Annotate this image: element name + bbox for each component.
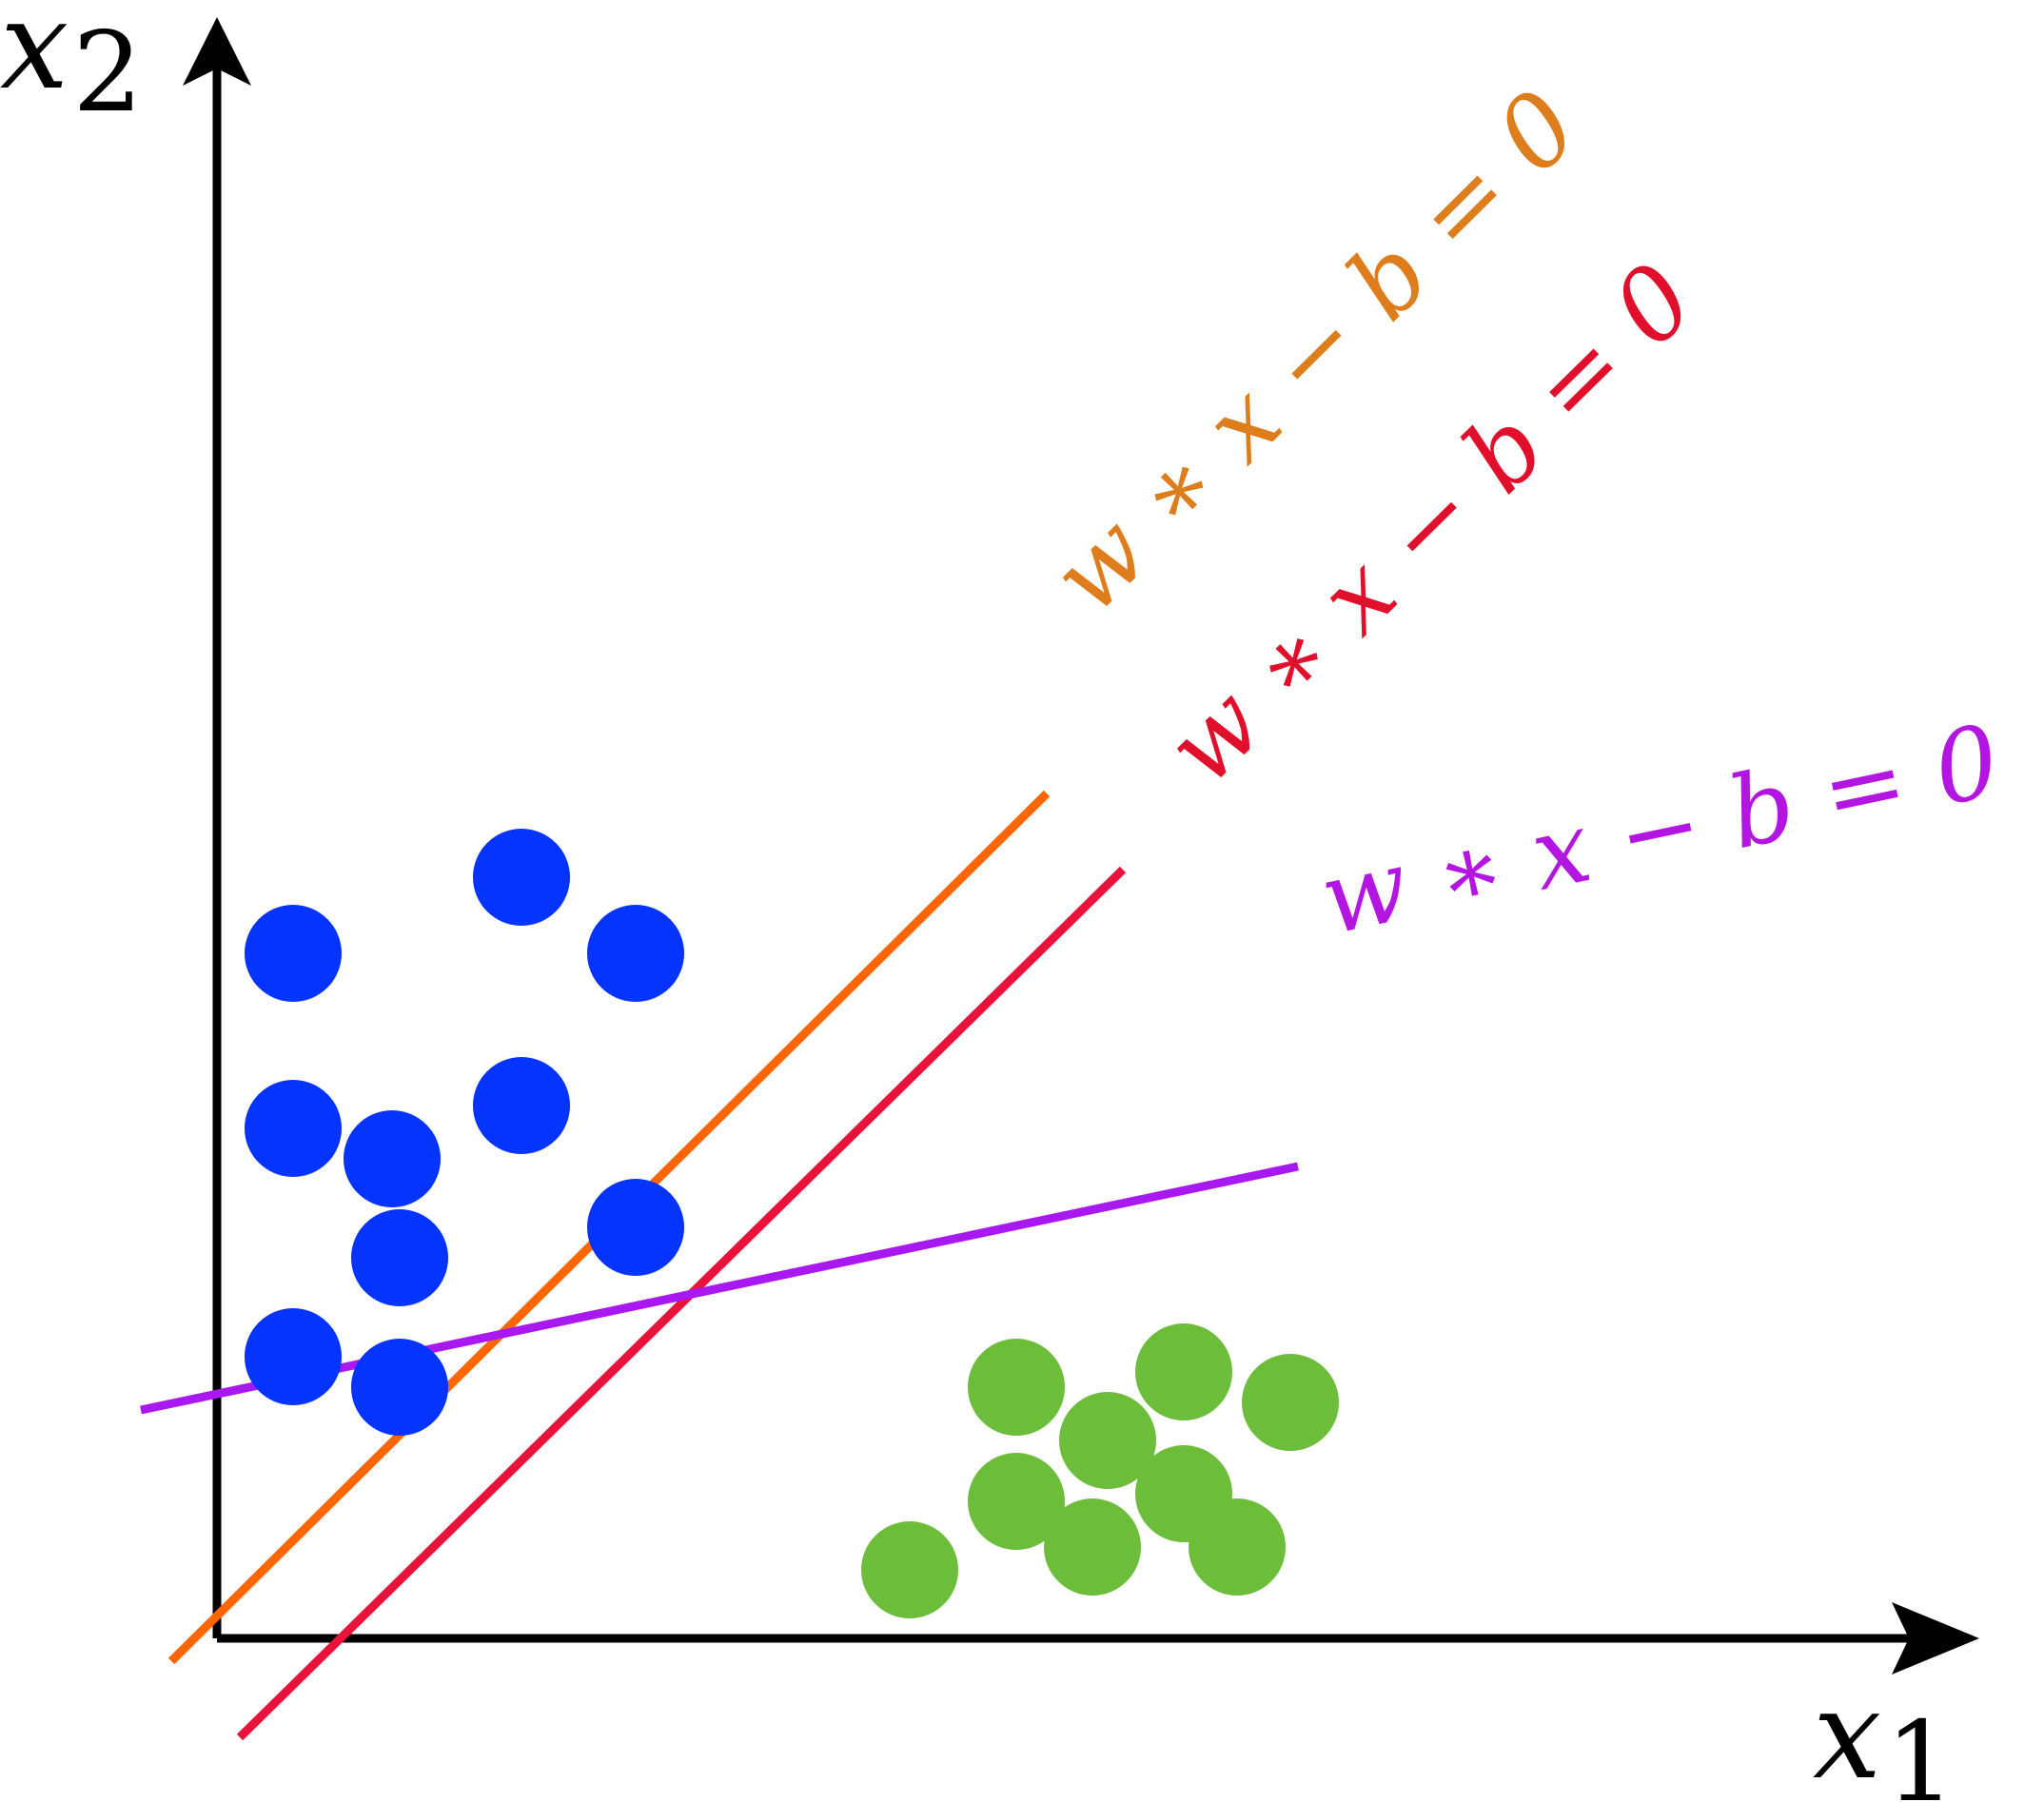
green-data-point: [1135, 1323, 1232, 1420]
equation-labels: w ∗ x − b = 0w ∗ x − b = 0w ∗ x − b = 0: [1030, 69, 2010, 958]
equation-label-1: w ∗ x − b = 0: [1030, 69, 1601, 636]
blue-data-point: [344, 1110, 441, 1207]
x1-axis-subscript: 1: [1885, 1698, 1956, 1802]
green-data-point: [861, 1521, 958, 1618]
green-data-point: [1044, 1498, 1141, 1596]
axes: [183, 17, 1979, 1675]
x1-axis-letter: x: [1813, 1665, 1881, 1802]
blue-data-point: [587, 905, 684, 1002]
blue-data-point: [245, 1308, 342, 1405]
blue-data-point: [587, 1179, 684, 1276]
blue-data-point: [245, 905, 342, 1002]
blue-data-point: [473, 829, 570, 926]
blue-data-point: [473, 1057, 570, 1154]
green-data-point: [1189, 1498, 1286, 1596]
equation-label-3: w ∗ x − b = 0: [1311, 702, 2009, 957]
x1-axis-arrowhead: [1892, 1602, 1979, 1675]
blue-data-point: [245, 1080, 342, 1177]
green-data-point: [1242, 1354, 1339, 1451]
data-points: [245, 829, 1339, 1618]
green-data-point: [1059, 1392, 1156, 1489]
separating-line-2: [236, 866, 1127, 1741]
x2-axis-arrowhead: [183, 17, 251, 86]
x2-axis-subscript: 2: [72, 9, 143, 137]
green-data-point: [968, 1339, 1065, 1436]
blue-data-point: [351, 1209, 448, 1306]
x2-axis-label: x2: [0, 0, 143, 137]
blue-data-point: [351, 1339, 448, 1436]
equation-label-2: w ∗ x − b = 0: [1144, 242, 1717, 807]
x1-axis-label: x1: [1813, 1665, 1956, 1802]
x2-axis-letter: x: [0, 0, 69, 117]
green-data-point: [968, 1453, 1065, 1550]
